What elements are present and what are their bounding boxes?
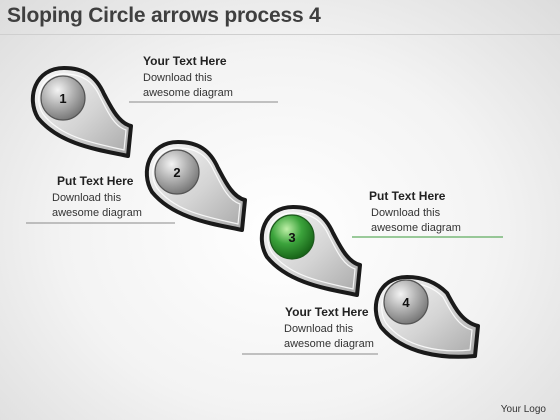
- step-2-shape: 2: [144, 140, 247, 232]
- step-4-number: 4: [402, 295, 410, 310]
- step-1-ball: [40, 75, 86, 121]
- step-1-line-2: awesome diagram: [143, 87, 233, 99]
- step-2-line-1: Download this: [52, 192, 122, 204]
- step-1-line-1: Download this: [143, 72, 213, 84]
- footer-logo-text: Your Logo: [500, 404, 546, 415]
- step-3-line-1: Download this: [371, 207, 441, 219]
- step-1-heading: Your Text Here: [143, 54, 227, 68]
- step-1-text: Your Text Here Download this awesome dia…: [143, 54, 293, 101]
- step-2-number: 2: [173, 165, 180, 180]
- step-3-text: Put Text Here Download this awesome diag…: [369, 189, 519, 236]
- step-4-line-1: Download this: [284, 323, 354, 335]
- title-divider: [0, 34, 560, 35]
- step-2-line-2: awesome diagram: [52, 207, 142, 219]
- step-3-heading: Put Text Here: [369, 189, 446, 203]
- step-4-shape: 4: [373, 275, 480, 359]
- page-title: Sloping Circle arrows process 4: [7, 4, 321, 27]
- step-3-shape: 3: [259, 205, 362, 297]
- step-4-ball: [383, 279, 429, 325]
- step-2-text: Put Text Here Download this awesome diag…: [52, 174, 207, 221]
- step-3-line-2: awesome diagram: [371, 222, 461, 234]
- step-3-ball: [269, 214, 315, 260]
- step-4-heading: Your Text Here: [285, 305, 369, 319]
- step-3-number: 3: [288, 230, 295, 245]
- step-2-heading: Put Text Here: [57, 174, 134, 188]
- step-4-line-2: awesome diagram: [284, 338, 374, 350]
- step-1-number: 1: [59, 91, 66, 106]
- step-1-shape: 1: [30, 66, 133, 158]
- step-4-text: Your Text Here Download this awesome dia…: [284, 305, 435, 352]
- step-2-ball: [154, 149, 200, 195]
